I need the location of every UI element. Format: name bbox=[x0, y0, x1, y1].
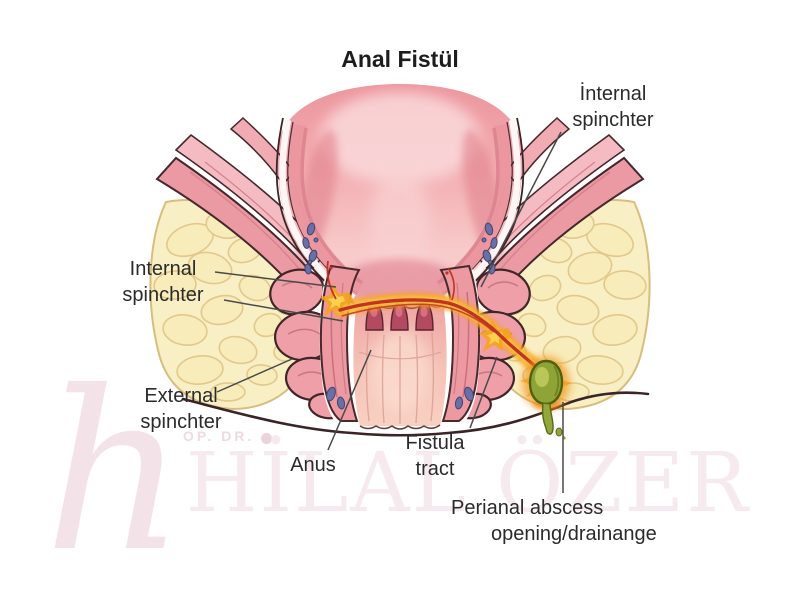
veins bbox=[302, 222, 346, 410]
watermark-name: HİLAL ÖZER bbox=[186, 436, 750, 531]
leader-fistula-tract bbox=[469, 356, 498, 429]
perianal-skin-line bbox=[181, 391, 650, 437]
watermark-logo: h bbox=[44, 344, 186, 600]
leader-internal-sphincter-1 bbox=[214, 271, 337, 288]
watermark-prefix: OP. DR. bbox=[183, 428, 255, 444]
leader-external-sphincter bbox=[216, 358, 293, 393]
label-perianal-abscess-line2: opening/drainange bbox=[491, 523, 657, 545]
label-internal-sphincter-left: Internal spinchter bbox=[122, 258, 204, 306]
rectum-dome bbox=[277, 84, 523, 310]
label-perianal-abscess-line1: Perianal abscess bbox=[451, 497, 604, 519]
watermark-dot-icon bbox=[261, 433, 272, 444]
fistula-tract-graphic bbox=[320, 260, 548, 379]
abscess-graphic bbox=[520, 356, 572, 440]
leader-lines bbox=[214, 131, 564, 493]
label-fistula-tract: Fistula tract bbox=[405, 432, 465, 480]
figure-title: Anal Fistül bbox=[341, 46, 459, 72]
leader-internal-sphincter-right bbox=[480, 131, 562, 288]
leader-internal-sphincter-2 bbox=[223, 299, 344, 322]
leader-anus bbox=[327, 349, 372, 451]
label-anus: Anus bbox=[290, 454, 336, 476]
label-external-sphincter: External spinchter bbox=[140, 385, 222, 433]
label-internal-sphincter-right: İnternal spinchter bbox=[572, 83, 654, 131]
